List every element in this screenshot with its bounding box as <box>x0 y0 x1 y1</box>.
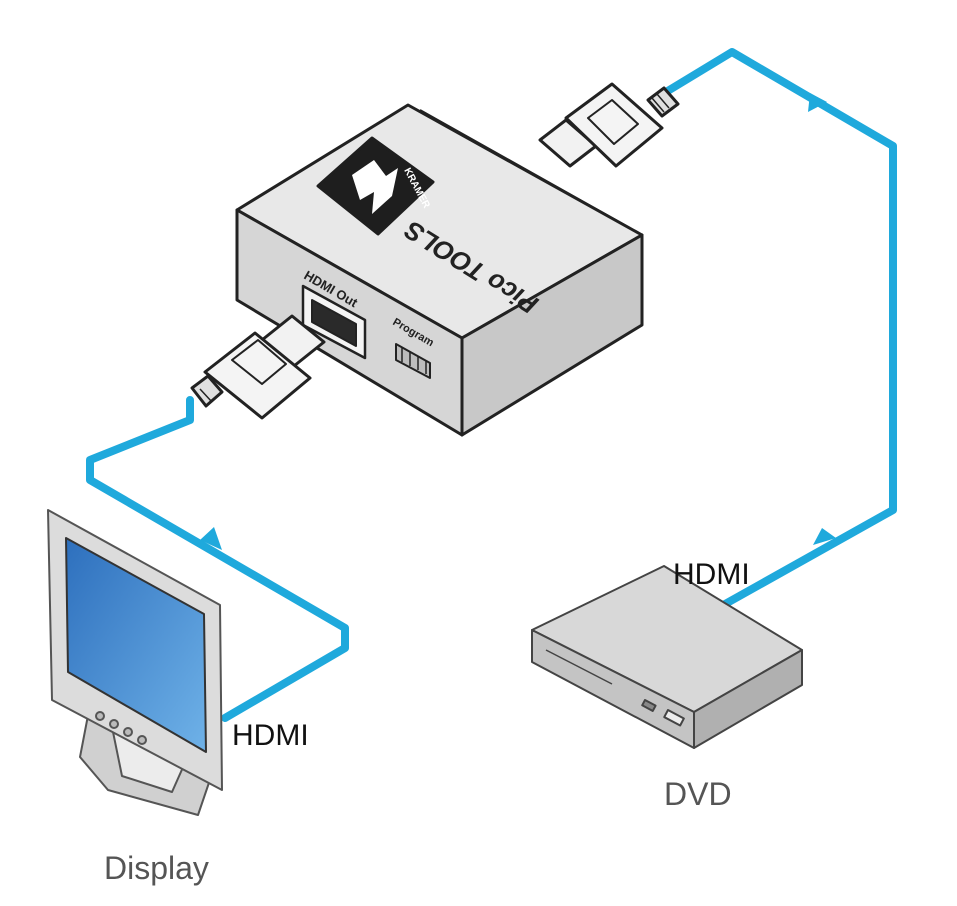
arrow-icon <box>200 527 222 550</box>
monitor-buttons <box>95 711 147 745</box>
hdmi-plug-dvd-side <box>538 82 680 168</box>
hdmi-label-display: HDMI <box>232 719 309 752</box>
display-monitor <box>47 509 223 816</box>
hdmi-label-dvd: HDMI <box>673 558 750 591</box>
hdmi-plug-display-side <box>190 314 326 420</box>
arrow-icon <box>813 528 836 545</box>
dvd-player <box>531 565 803 749</box>
display-label: Display <box>104 850 209 886</box>
dvd-label: DVD <box>664 776 732 812</box>
kramer-logo: KRAMER <box>316 136 435 236</box>
arrow-icon <box>808 93 827 112</box>
pico-tools-device: KRAMER Pico TOOLS HDMI Out Program <box>235 103 644 437</box>
cable-dvd-to-device <box>662 48 897 612</box>
cable-device-to-display <box>86 396 349 722</box>
